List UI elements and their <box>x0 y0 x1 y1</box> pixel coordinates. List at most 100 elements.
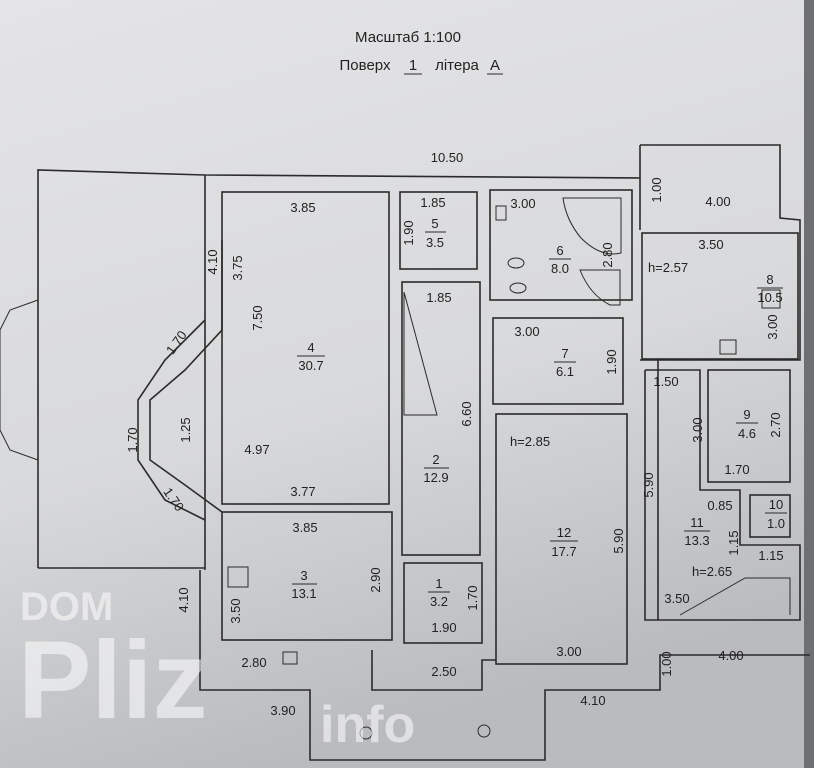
column-icon <box>359 726 373 740</box>
svg-text:3.2: 3.2 <box>430 594 448 609</box>
room-3: 313.1 <box>291 568 317 601</box>
dimension: 4.10 <box>580 693 605 708</box>
ceiling-height: h=2.57 <box>648 260 688 275</box>
dimension: 3.90 <box>270 703 295 718</box>
room-labels: 13.2 212.9 313.1 430.7 53.5 68.0 76.1 81… <box>291 216 787 609</box>
fixtures <box>0 197 791 740</box>
dimension: 4.10 <box>205 249 220 274</box>
watermark: DOM Pliz info <box>18 585 415 754</box>
bathtub-icon <box>562 197 622 255</box>
dimension: 3.00 <box>690 417 705 442</box>
svg-text:літера: літера <box>435 57 479 74</box>
staircase <box>403 291 438 416</box>
dimension: 4.00 <box>718 648 743 663</box>
dimension: 1.50 <box>653 374 678 389</box>
dimension: 3.00 <box>514 324 539 339</box>
svg-text:17.7: 17.7 <box>551 544 576 559</box>
dimension: 3.85 <box>290 200 315 215</box>
dimension: 1.70 <box>465 585 480 610</box>
room-4: 430.7 <box>297 340 325 373</box>
dimension: 3.00 <box>556 644 581 659</box>
svg-text:12.9: 12.9 <box>423 470 448 485</box>
dimension: 3.50 <box>664 591 689 606</box>
dimension: 1.00 <box>649 177 664 202</box>
room-12: 12 17.7 <box>550 525 578 559</box>
room-2: 212.9 <box>423 452 449 485</box>
svg-text:8.0: 8.0 <box>551 261 569 276</box>
svg-text:11: 11 <box>690 515 704 530</box>
floor-label: Поверх 1 літера А <box>340 57 503 75</box>
sink-icon <box>495 205 507 221</box>
svg-text:13.1: 13.1 <box>291 586 316 601</box>
stove-icon <box>227 566 249 588</box>
staircase <box>679 577 791 616</box>
svg-text:9: 9 <box>743 407 750 422</box>
room-10: 101.0 <box>765 497 787 531</box>
room-7: 76.1 <box>554 346 576 379</box>
svg-text:6.1: 6.1 <box>556 364 574 379</box>
sink-icon <box>282 651 298 665</box>
dimension: 4.97 <box>244 442 269 457</box>
column-icon <box>477 724 491 738</box>
dimension: 3.50 <box>228 598 243 623</box>
entrance-porch <box>0 299 39 461</box>
svg-text:12: 12 <box>557 525 571 540</box>
toilet-icon <box>507 257 525 269</box>
svg-text:info: info <box>320 696 415 754</box>
dimension: 3.50 <box>698 237 723 252</box>
dimension: 1.90 <box>604 349 619 374</box>
room-6: 68.0 <box>549 243 571 276</box>
svg-text:А: А <box>490 57 500 74</box>
dimension: 4.10 <box>176 587 191 612</box>
dimension: 1.85 <box>426 290 451 305</box>
dimension: 1.70 <box>125 427 140 452</box>
dimension: 10.50 <box>431 150 464 165</box>
svg-text:13.3: 13.3 <box>684 533 709 548</box>
svg-text:8: 8 <box>766 272 773 287</box>
dimension: 3.75 <box>230 255 245 280</box>
svg-text:3: 3 <box>300 568 307 583</box>
svg-text:10.5: 10.5 <box>757 290 782 305</box>
dimension: 5.90 <box>641 472 656 497</box>
dimension: 2.80 <box>600 242 615 267</box>
svg-text:Поверх: Поверх <box>340 57 391 74</box>
svg-text:6: 6 <box>556 243 563 258</box>
dimension: 7.50 <box>250 305 265 330</box>
dimension: 1.15 <box>726 530 741 555</box>
dimension: 1.70 <box>724 462 749 477</box>
dimension: 0.85 <box>707 498 732 513</box>
svg-text:Pliz: Pliz <box>18 619 208 742</box>
svg-text:1.0: 1.0 <box>767 516 785 531</box>
svg-text:DOM: DOM <box>20 585 113 629</box>
dimension: 1.00 <box>659 651 674 676</box>
room-5: 53.5 <box>425 216 446 250</box>
stove-icon <box>761 289 781 309</box>
dimension: 4.00 <box>705 194 730 209</box>
dimension: 5.90 <box>611 528 626 553</box>
toilet-icon <box>509 282 527 294</box>
dimension: 2.90 <box>368 567 383 592</box>
dimension: 3.00 <box>510 196 535 211</box>
dimension: 1.15 <box>758 548 783 563</box>
dimension: 3.77 <box>290 484 315 499</box>
svg-text:3.5: 3.5 <box>426 235 444 250</box>
svg-text:7: 7 <box>561 346 568 361</box>
sink-icon <box>719 339 737 355</box>
dimension: 2.80 <box>241 655 266 670</box>
svg-text:1: 1 <box>435 576 442 591</box>
shower-icon <box>579 269 621 306</box>
svg-text:10: 10 <box>769 497 783 512</box>
dimension: 2.70 <box>768 412 783 437</box>
svg-text:5: 5 <box>431 216 438 231</box>
dimension: 3.85 <box>292 520 317 535</box>
dimension: 1.85 <box>420 195 445 210</box>
scale-label: Масштаб 1:100 <box>355 29 461 46</box>
svg-text:30.7: 30.7 <box>298 358 323 373</box>
dimension: 1.25 <box>178 417 193 442</box>
dimension: 3.00 <box>765 314 780 339</box>
svg-text:4.6: 4.6 <box>738 426 756 441</box>
room-11: 11 13.3 <box>684 515 710 548</box>
svg-text:4: 4 <box>307 340 314 355</box>
